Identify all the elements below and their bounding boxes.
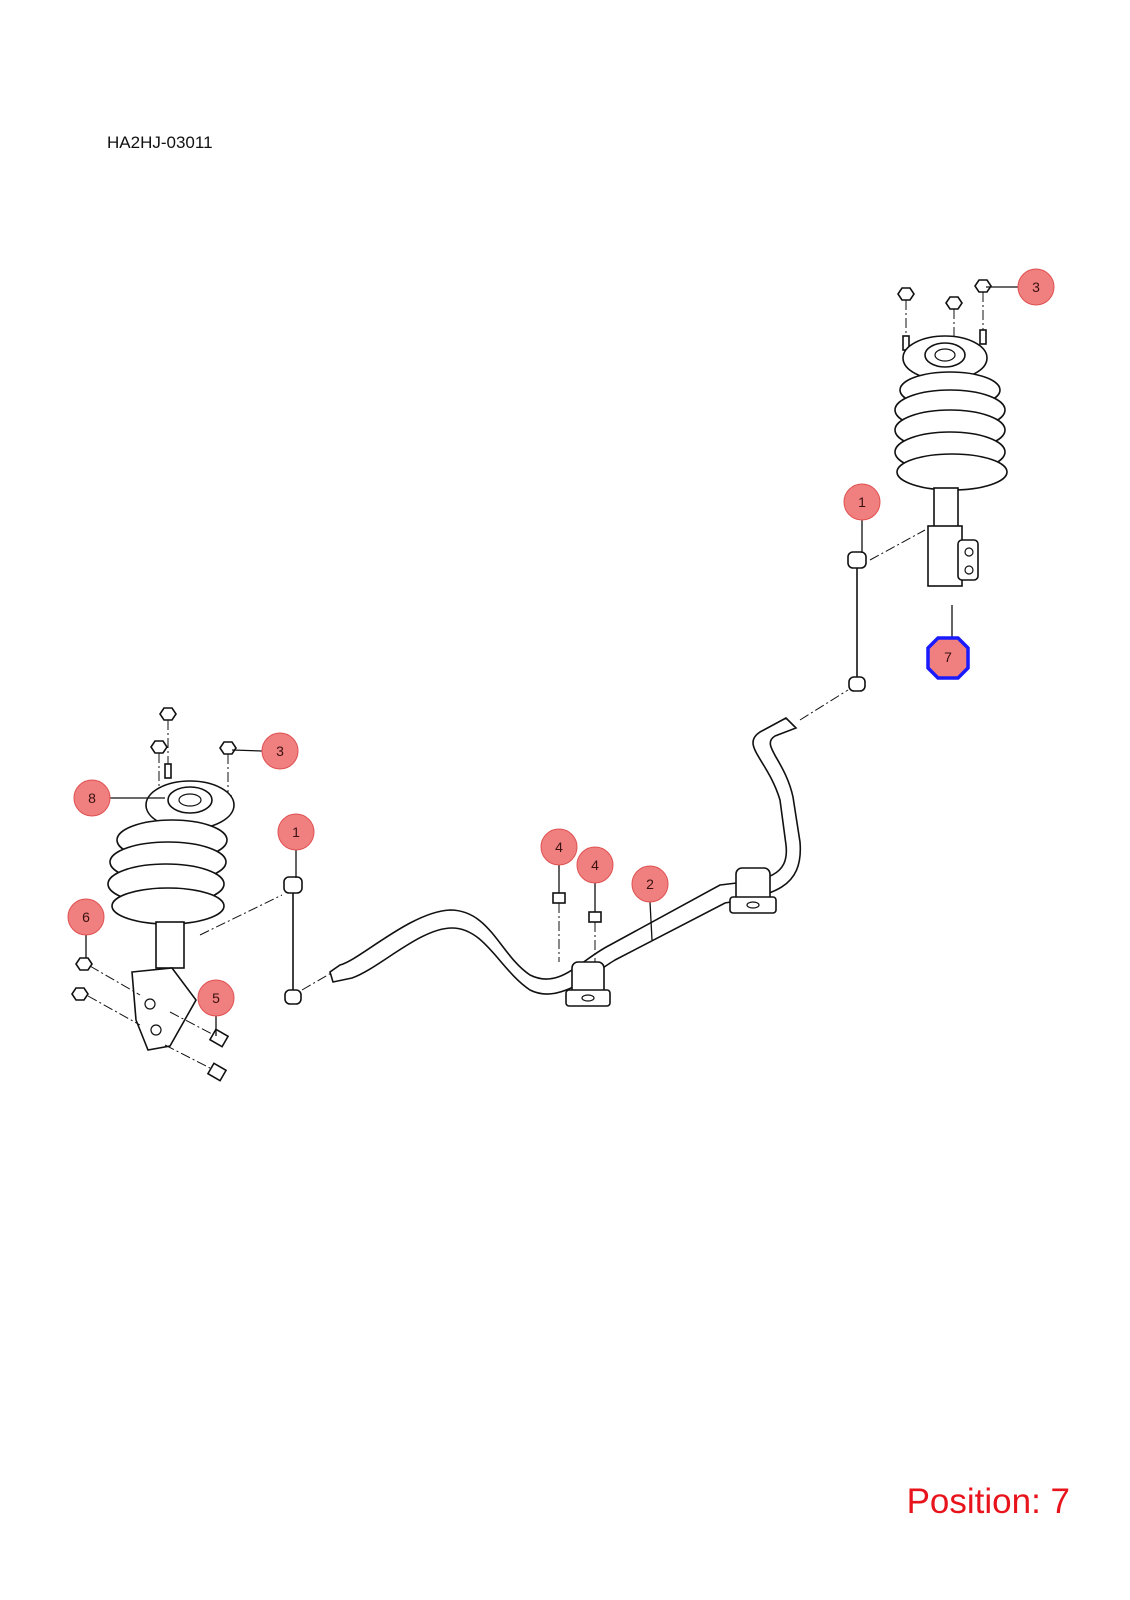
callout-label: 1: [858, 494, 866, 510]
position-label: Position: 7: [906, 1482, 1070, 1521]
callout-label: 5: [212, 990, 220, 1006]
callout-4-b[interactable]: 4: [576, 846, 614, 884]
callout-label: 1: [292, 824, 300, 840]
callout-label: 8: [88, 790, 96, 806]
callout-5[interactable]: 5: [197, 979, 235, 1017]
diagram-code: HA2HJ-03011: [107, 133, 213, 152]
callout-4-a[interactable]: 4: [540, 828, 578, 866]
left-stabilizer-link: [199, 876, 334, 1005]
callout-8[interactable]: 8: [73, 779, 111, 817]
callout-1-left[interactable]: 1: [277, 813, 315, 851]
callout-6[interactable]: 6: [67, 898, 105, 936]
right-strut-assembly: [894, 279, 1008, 587]
callout-1-right[interactable]: 1: [843, 483, 881, 521]
callout-label: 6: [82, 909, 90, 925]
left-strut-assembly: [71, 707, 237, 1082]
callout-label: 4: [591, 857, 599, 873]
callout-3-top-right[interactable]: 3: [1017, 268, 1055, 306]
stabilizer-bar: [329, 717, 802, 1007]
leader-lines: [85, 286, 1018, 1036]
right-stabilizer-link: [799, 529, 926, 721]
callout-label: 2: [646, 876, 654, 892]
callout-label: 7: [944, 649, 952, 665]
callout-label: 3: [276, 743, 284, 759]
callout-7-selected[interactable]: 7: [926, 636, 970, 680]
bracket-bolts: [552, 892, 602, 962]
callout-3-left[interactable]: 3: [261, 732, 299, 770]
callout-2[interactable]: 2: [631, 865, 669, 903]
callout-label: 3: [1032, 279, 1040, 295]
callout-label: 4: [555, 839, 563, 855]
